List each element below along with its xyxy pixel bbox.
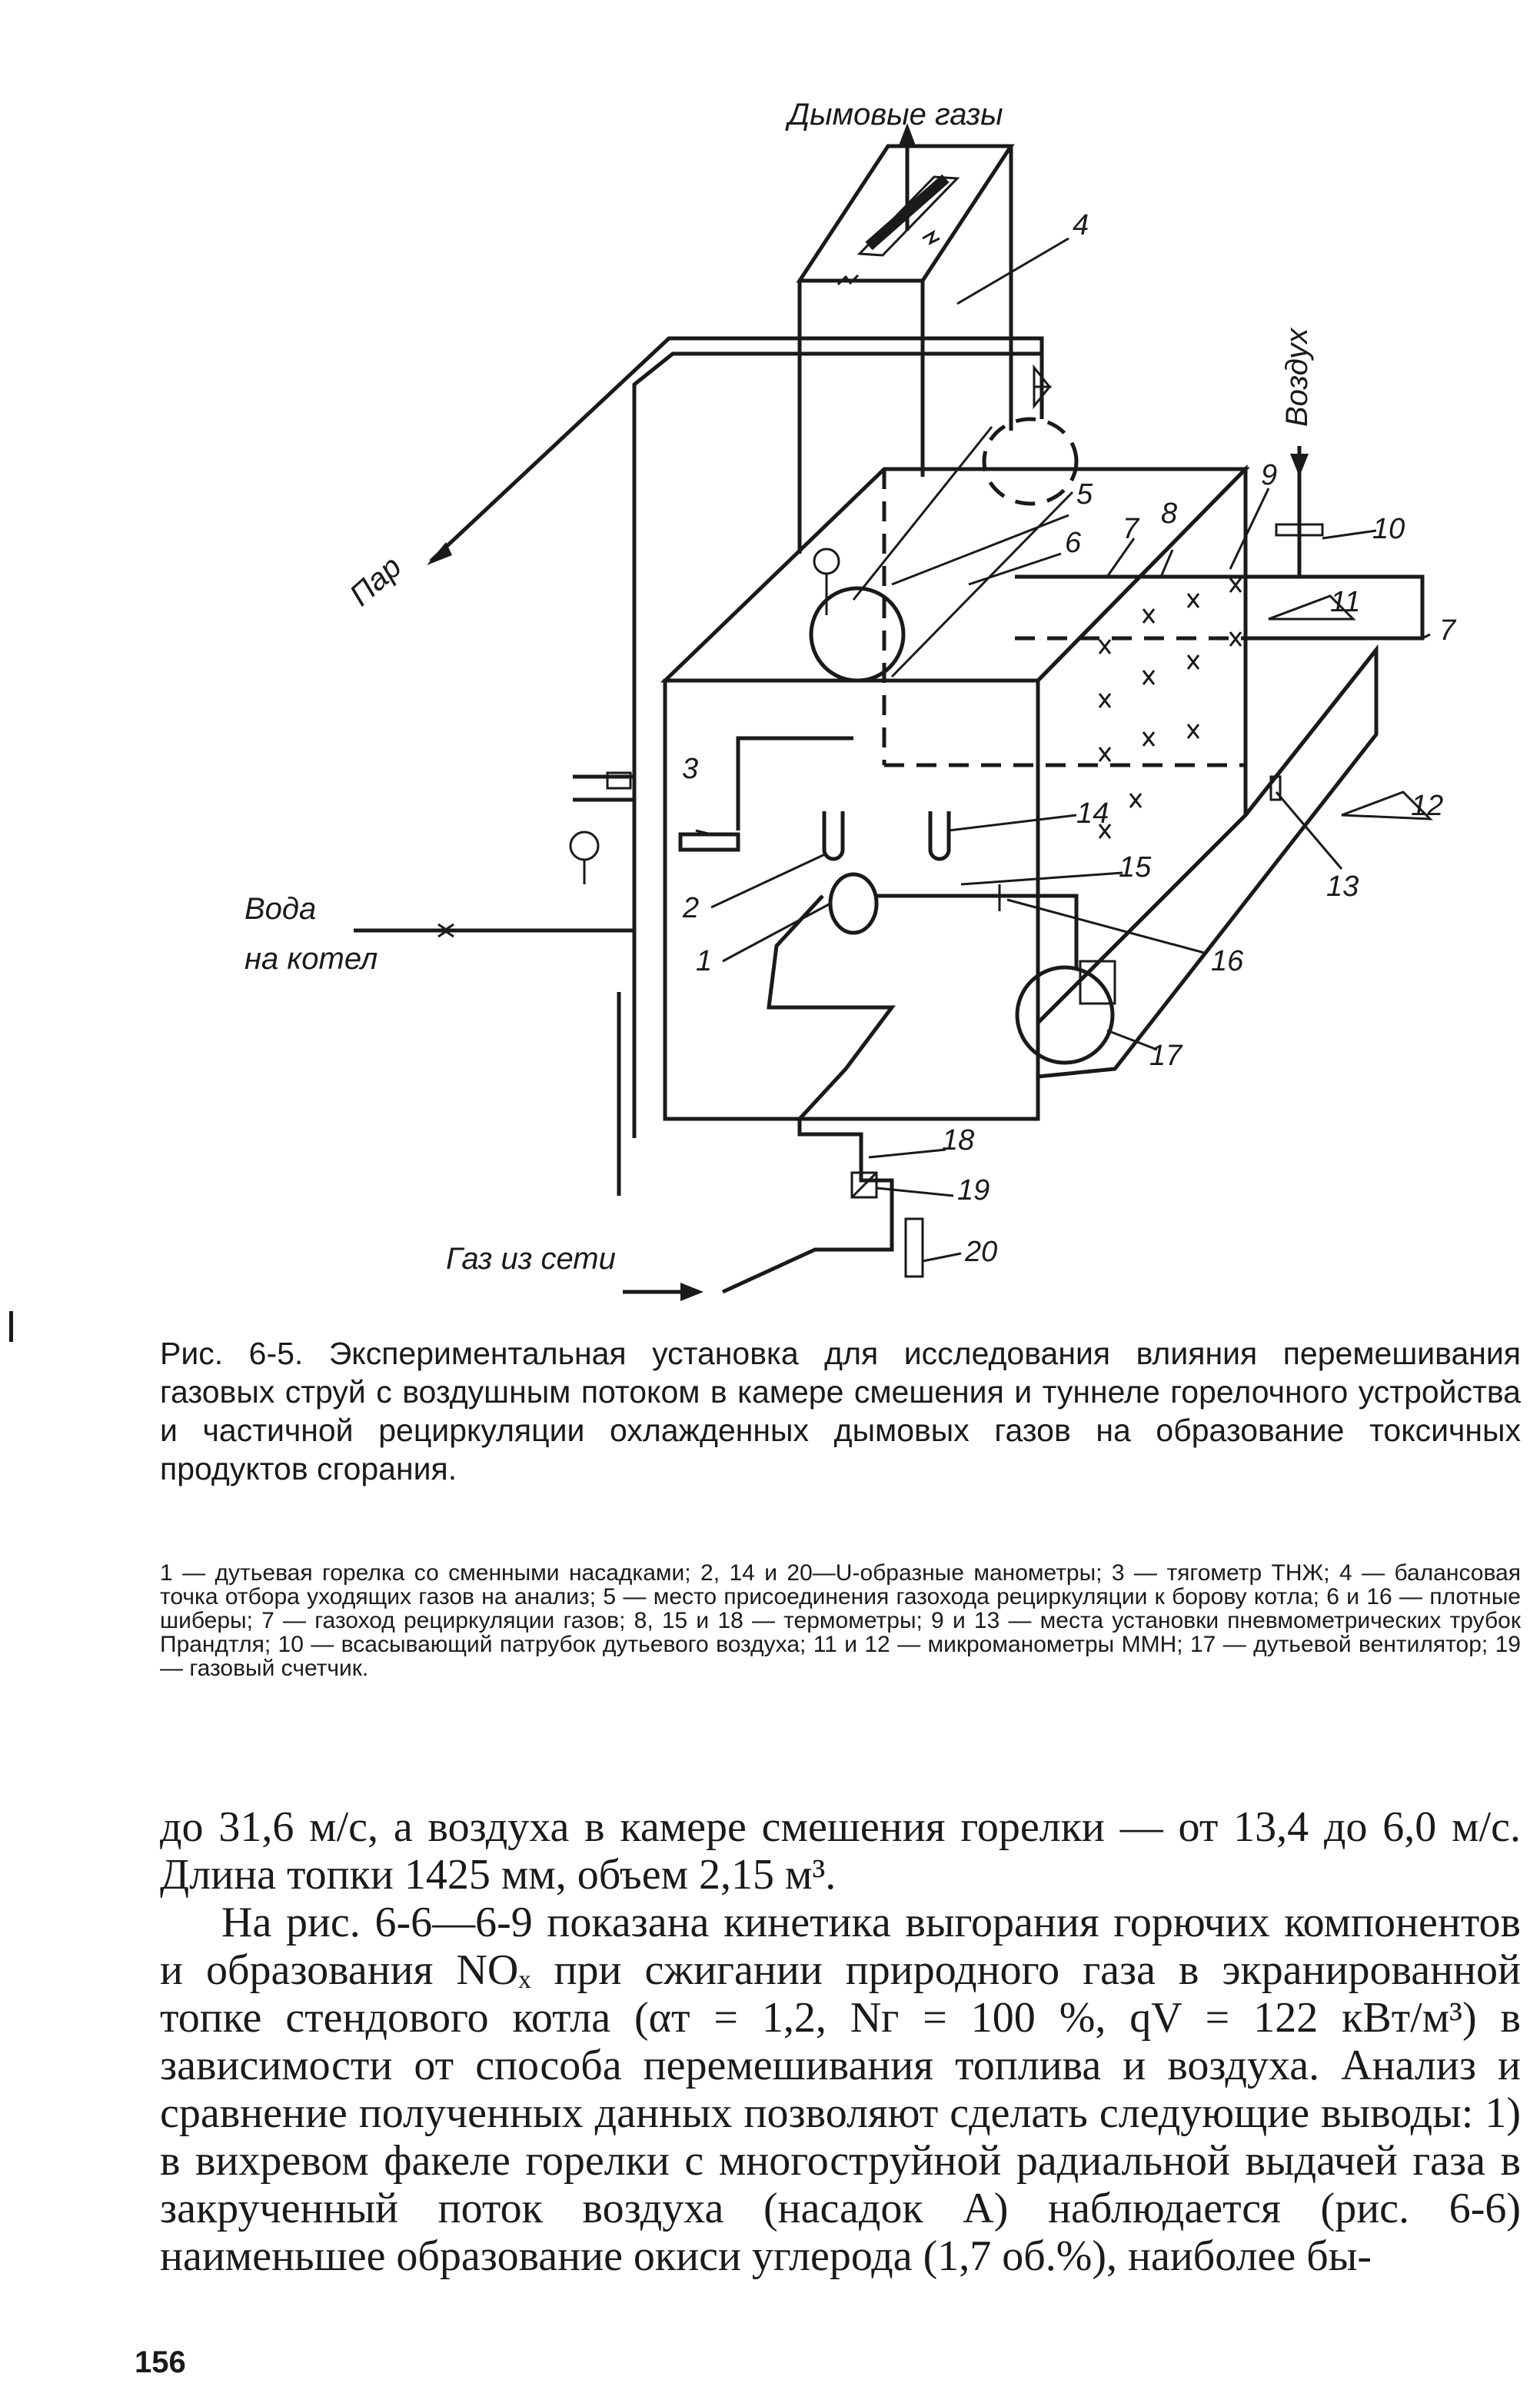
num-6: 6	[1065, 527, 1082, 559]
label-air: Воздух	[1280, 327, 1314, 427]
furnace-chamber	[660, 464, 1250, 1121]
flue-gas-arrow	[898, 123, 916, 231]
figure-caption: Рис. 6-5. Экспериментальная установка дл…	[160, 1336, 1521, 1486]
num-18: 18	[942, 1124, 974, 1157]
num-9: 9	[1261, 459, 1277, 491]
diagram-labels: Дымовые газы Воздух Пар Вода на котел Га…	[244, 98, 1457, 1276]
recirculation-duct	[1015, 574, 1425, 1079]
num-8: 8	[1161, 498, 1177, 530]
water-line	[354, 771, 634, 1196]
num-16: 16	[1211, 945, 1244, 977]
num-7a: 7	[1123, 513, 1140, 545]
body-text: до 31,6 м/с, а воздуха в камере смешения…	[160, 1803, 1521, 2280]
num-7b: 7	[1439, 614, 1457, 647]
num-11: 11	[1330, 586, 1360, 618]
burner-piping	[721, 872, 1116, 1294]
leader-lines	[695, 237, 1431, 1263]
num-3: 3	[682, 753, 698, 785]
num-20: 20	[964, 1236, 997, 1268]
num-10: 10	[1372, 513, 1405, 545]
boiler-drum	[809, 417, 1079, 683]
num-1: 1	[696, 945, 712, 977]
paragraph-1: до 31,6 м/с, а воздуха в камере смешения…	[160, 1803, 1521, 1899]
paragraph-2: На рис. 6-6—6-9 показана кинетика выгора…	[160, 1899, 1521, 2280]
gauges	[678, 736, 951, 861]
page-number: 156	[135, 2345, 186, 2379]
num-14: 14	[1076, 797, 1109, 830]
steam-line	[427, 336, 1053, 1138]
gas-supply-arrow	[623, 1283, 703, 1301]
label-flue-gases: Дымовые газы	[785, 98, 1003, 131]
figure-legend: 1 — дутьевая горелка со сменными насадка…	[160, 1560, 1521, 1681]
experimental-setup-diagram: Дымовые газы Воздух Пар Вода на котел Га…	[244, 98, 1457, 1301]
margin-mark	[9, 1311, 13, 1342]
label-water: Вода	[244, 892, 316, 926]
num-13: 13	[1326, 870, 1359, 903]
num-17: 17	[1149, 1040, 1183, 1072]
num-2: 2	[682, 892, 699, 924]
label-steam: Пар	[344, 550, 408, 613]
air-inlet	[1275, 446, 1324, 577]
num-5: 5	[1076, 478, 1093, 511]
micromanometers	[1268, 594, 1433, 821]
num-4: 4	[1073, 209, 1089, 241]
num-19: 19	[957, 1174, 990, 1207]
num-12: 12	[1411, 790, 1443, 822]
tube-marks	[1098, 578, 1242, 839]
num-15: 15	[1119, 851, 1152, 884]
label-gas-supply: Газ из сети	[446, 1242, 616, 1276]
label-water-boiler: на котел	[244, 942, 378, 976]
